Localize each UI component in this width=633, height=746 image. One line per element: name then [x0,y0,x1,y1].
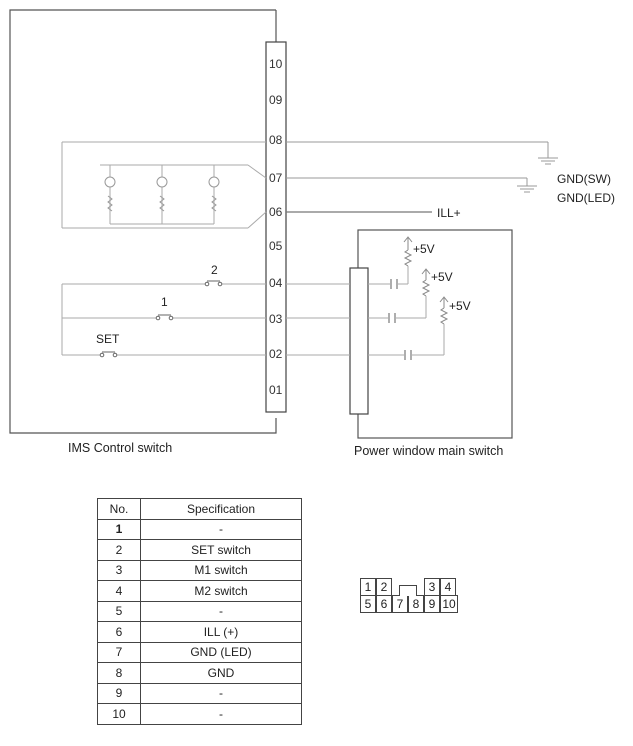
ims-pin-09: 09 [269,93,283,107]
switch-lines [61,283,266,356]
pullup-resistor-icons [403,236,449,325]
ill-label: ILL+ [437,206,461,220]
header-no: No. [97,498,141,520]
led-3-icon [208,176,220,212]
v5-label-2: +5V [431,270,453,284]
power-window-signal-lines [286,266,445,356]
table-row: 9- [97,682,302,704]
switch-1-icon [155,314,174,321]
switch-1-label: 1 [161,295,168,309]
connector-pin-cell: 1 [360,578,376,596]
switch-2-icon [204,280,223,287]
table-row: 5- [97,600,302,622]
ims-pin-02: 02 [269,347,283,361]
led-1-icon [104,176,116,212]
ims-pin-04: 04 [269,276,283,290]
table-cell-spec: - [140,703,302,725]
connector-pin-cell: 2 [376,578,392,596]
table-cell-spec: M1 switch [140,559,302,581]
led-network [61,141,267,229]
table-cell-spec: - [140,518,302,540]
ims-pin-08: 08 [269,133,283,147]
connector-pin-cell: 7 [392,595,408,613]
v5-label-3: +5V [449,299,471,313]
ims-pin-03: 03 [269,312,283,326]
power-window-connector-strip [349,267,369,415]
table-header-row: No. Specification [97,498,302,520]
table-cell-spec: GND [140,662,302,684]
table-cell-spec: ILL (+) [140,621,302,643]
power-window-switch-box [357,229,513,439]
table-cell-no: 3 [97,559,141,581]
connector-pin-cell: 5 [360,595,376,613]
table-row: 10- [97,703,302,725]
ims-pin-07: 07 [269,171,283,185]
ims-pin-06: 06 [269,205,283,219]
capacitor-icons [388,279,412,360]
table-row: 1- [97,518,302,540]
table-cell-no: 6 [97,621,141,643]
table-cell-no: 7 [97,641,141,663]
gnd-sw-line [286,141,558,165]
switch-set-icon [99,351,118,358]
table-cell-spec: - [140,682,302,704]
connector-pin-cell: 10 [440,595,458,613]
header-specification: Specification [140,498,302,520]
connector-pin-cell: 4 [440,578,456,596]
power-window-caption: Power window main switch [354,444,503,458]
connector-pin-cell: 9 [424,595,440,613]
table-cell-no: 4 [97,580,141,602]
ims-pin-01: 01 [269,383,283,397]
ims-pin-10: 10 [269,57,283,71]
ims-pin-05: 05 [269,239,283,253]
table-cell-no: 9 [97,682,141,704]
switch-set-label: SET [96,332,120,346]
table-cell-no: 5 [97,600,141,622]
led-2-icon [156,176,168,212]
v5-label-1: +5V [413,242,435,256]
table-cell-spec: SET switch [140,539,302,561]
table-cell-no: 10 [97,703,141,725]
connector-pin-cell: 6 [376,595,392,613]
table-cell-spec: GND (LED) [140,641,302,663]
connector-key-icon [399,585,417,596]
ims-caption: IMS Control switch [68,441,172,455]
ims-connector-strip [265,41,287,413]
gnd-led-line [286,177,537,193]
table-cell-no: 1 [97,518,141,540]
connector-pin-cell: 8 [408,595,424,613]
table-cell-no: 2 [97,539,141,561]
switch-2-label: 2 [211,263,218,277]
table-cell-spec: - [140,600,302,622]
ims-pin-labels: 10 09 08 07 06 05 04 03 02 01 [269,57,283,397]
table-cell-spec: M2 switch [140,580,302,602]
ims-switch-box [9,9,277,434]
gnd-sw-label: GND(SW) [557,172,611,186]
gnd-led-label: GND(LED) [557,191,615,205]
table-cell-no: 8 [97,662,141,684]
connector-pin-cell: 3 [424,578,440,596]
